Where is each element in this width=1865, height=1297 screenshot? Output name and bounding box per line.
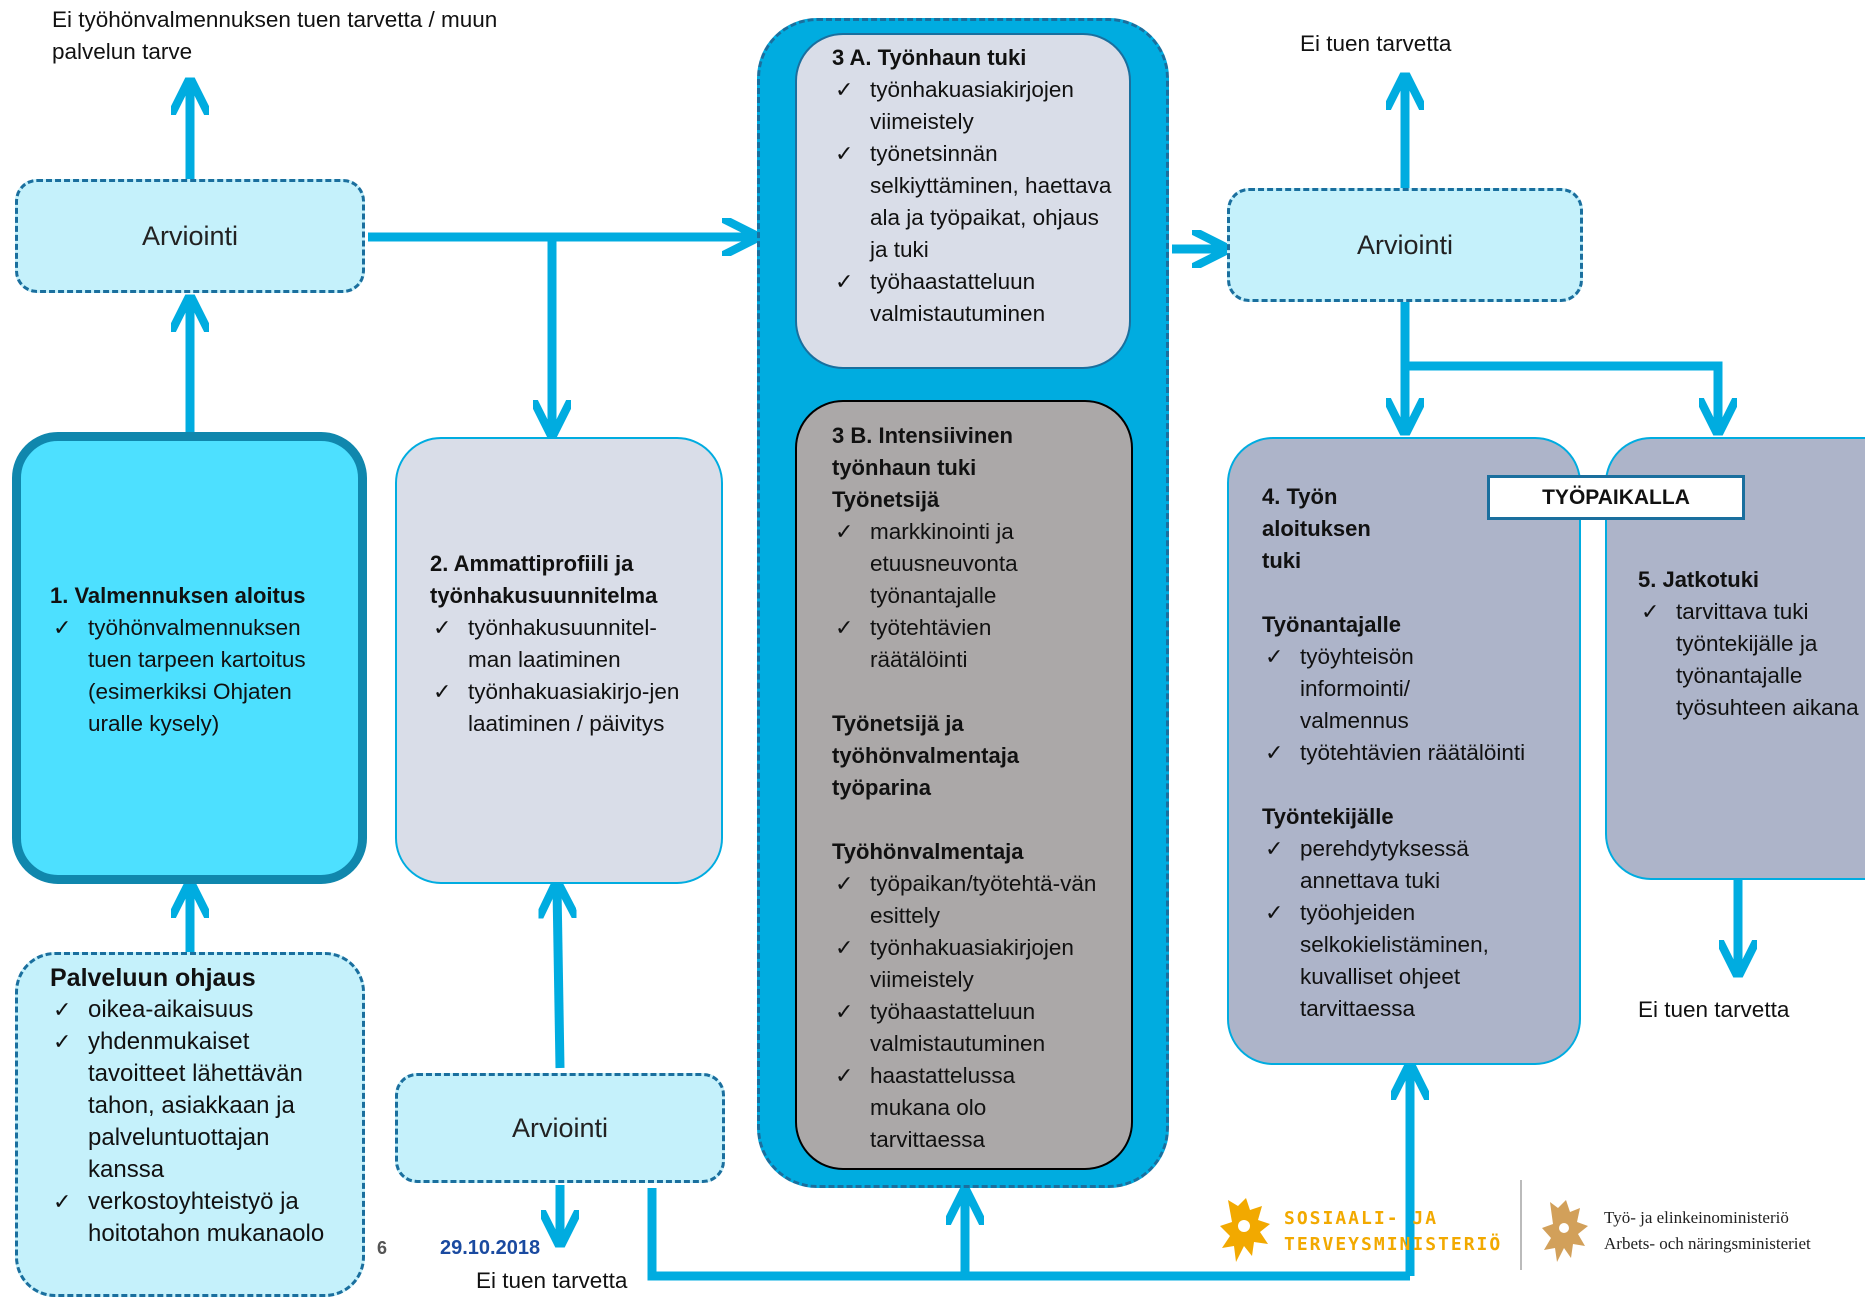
page-number: 6 <box>377 1238 388 1258</box>
service-guidance-item: verkostoyhteistyö ja hoitotahon mukanaol… <box>50 1186 350 1250</box>
step4-content: 4. Työn aloituksen tuki Työnantajalle ty… <box>1262 481 1562 1025</box>
logo-divider <box>1520 1180 1522 1270</box>
lion-emblem-icon <box>1220 1198 1270 1262</box>
stm-logo: SOSIAALI- JA TERVEYSMINISTERIÖ <box>1218 1196 1518 1271</box>
step5-item: tarvittava tuki työntekijälle ja työnant… <box>1638 596 1863 724</box>
tem-logo: Työ- ja elinkeinoministeriö Arbets- och … <box>1540 1196 1865 1271</box>
step3a-title: 3 A. Työnhaun tuki <box>832 45 1027 70</box>
step3b-item: työnhakuasiakirjojen viimeistely <box>832 932 1127 996</box>
step4-group-label: Työntekijälle <box>1262 804 1394 829</box>
arrow-eval2-box2 <box>557 888 560 1069</box>
step2-item: työnhakusuunnitel-man laatiminen <box>430 612 720 676</box>
step3b-group-label: Työhönvalmentaja <box>832 839 1024 864</box>
step3a-item: työnhakuasiakirjojen viimeistely <box>832 74 1122 138</box>
step4-item: työtehtävien räätälöinti <box>1262 737 1562 769</box>
tem-logo-line2: Arbets- och näringsministeriet <box>1604 1234 1811 1253</box>
evaluation-label: Arviointi <box>141 220 239 251</box>
step3a-content: 3 A. Työnhaun tuki työnhakuasiakirjojen … <box>832 42 1122 330</box>
evaluation-label: Arviointi <box>1356 229 1454 260</box>
stm-logo-line1: SOSIAALI- JA <box>1284 1208 1439 1229</box>
bottom-note: Ei tuen tarvetta <box>476 1268 628 1293</box>
step3b-item: työpaikan/työtehtä-vän esittely <box>832 868 1127 932</box>
step3b-title: 3 B. Intensiivinen työnhaun tuki <box>832 423 1013 480</box>
service-guidance-title: Palveluun ohjaus <box>50 964 256 992</box>
step3b-item: haastattelussa mukana olo tarvittaessa <box>832 1060 1127 1156</box>
step3a-item: työhaastatteluun valmistautuminen <box>832 266 1122 330</box>
step2-content: 2. Ammattiprofiili ja työnhakusuunnitelm… <box>430 548 720 740</box>
top-right-note: Ei tuen tarvetta <box>1300 31 1452 56</box>
workplace-label: TYÖPAIKALLA <box>1487 475 1745 520</box>
step3b-content: 3 B. Intensiivinen työnhaun tuki Työnets… <box>832 420 1127 1156</box>
service-guidance-item: yhdenmukaiset tavoitteet lähettävän taho… <box>50 1026 350 1186</box>
evaluation-label: Arviointi <box>511 1112 609 1143</box>
step3b-group-label: Työnetsijä ja työhönvalmentaja työparina <box>832 711 1020 800</box>
evaluation-box-right: Arviointi <box>1227 188 1583 302</box>
step1-title: 1. Valmennuksen aloitus <box>50 583 306 608</box>
step4-group-label: Työnantajalle <box>1262 612 1401 637</box>
service-guidance-content: Palveluun ohjaus oikea-aikaisuus yhdenmu… <box>50 962 350 1250</box>
step1-item: työhönvalmennuksen tuen tarpeen kartoitu… <box>50 612 340 740</box>
step3b-group-label: Työnetsijä <box>832 487 940 512</box>
step2-title: 2. Ammattiprofiili ja työnhakusuunnitelm… <box>430 551 658 608</box>
step5-content: 5. Jatkotuki tarvittava tuki työntekijäl… <box>1638 564 1863 724</box>
lion-emblem-icon <box>1542 1200 1588 1262</box>
step3b-item: työhaastatteluun valmistautuminen <box>832 996 1127 1060</box>
step1-content: 1. Valmennuksen aloitus työhönvalmennuks… <box>50 580 340 740</box>
step4-item: perehdytyksessä annettava tuki <box>1262 833 1562 897</box>
arrow-eval3-to-box5 <box>1405 361 1718 428</box>
footer-date: 29.10.2018 <box>440 1237 541 1259</box>
evaluation-box-left: Arviointi <box>15 179 365 293</box>
stm-logo-line2: TERVEYSMINISTERIÖ <box>1284 1234 1503 1255</box>
step3a-item: työnetsinnän selkiyttäminen, haettava al… <box>832 138 1122 266</box>
tem-logo-line1: Työ- ja elinkeinoministeriö <box>1604 1208 1789 1227</box>
step2-item: työnhakuasiakirjo-jen laatiminen / päivi… <box>430 676 720 740</box>
right-bottom-note: Ei tuen tarvetta <box>1638 997 1790 1022</box>
bottom-connector <box>647 1188 1410 1281</box>
step3b-item: markkinointi ja etuusneuvonta työnantaja… <box>832 516 1127 612</box>
service-guidance-item: oikea-aikaisuus <box>50 994 350 1026</box>
step4-item: työohjeiden selkokielistäminen, kuvallis… <box>1262 897 1562 1025</box>
top-left-note: Ei työhönvalmennuksen tuen tarvetta / mu… <box>52 7 498 64</box>
step3b-item: työtehtävien räätälöinti <box>832 612 1127 676</box>
evaluation-box-bottom: Arviointi <box>395 1073 725 1183</box>
step4-item: työyhteisön informointi/ valmennus <box>1262 641 1562 737</box>
step4-title: 4. Työn aloituksen tuki <box>1262 484 1371 573</box>
step5-title: 5. Jatkotuki <box>1638 567 1760 592</box>
